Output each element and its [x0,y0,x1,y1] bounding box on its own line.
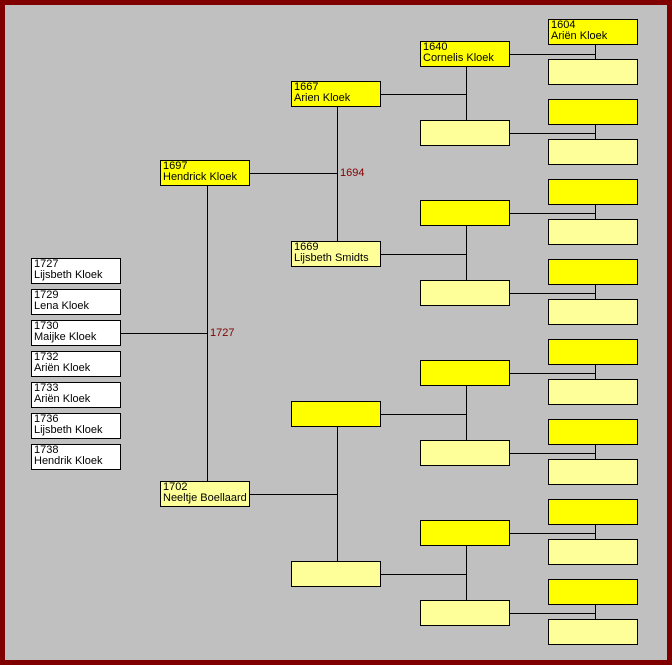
person-name: Lena Kloek [34,300,90,312]
person-name: Arien Kloek [294,92,351,104]
mother-box[interactable] [548,59,638,85]
person-name: Hendrik Kloek [34,455,103,467]
person-year: 1640 [423,41,448,53]
father-box[interactable] [420,360,510,386]
person-year: 1733 [34,382,59,394]
person-year: 1697 [163,160,188,172]
mother-box[interactable] [548,299,638,325]
person-name: Lijsbeth Kloek [34,424,103,436]
person-name: Cornelis Kloek [423,52,494,64]
person-year: 1732 [34,351,59,363]
person-year: 1730 [34,320,59,332]
person-name: Ariën Kloek [34,393,91,405]
mother-box[interactable] [420,600,510,626]
mother-box[interactable] [420,120,510,146]
person-year: 1667 [294,81,319,93]
father-box[interactable] [548,579,638,605]
father-box[interactable] [548,339,638,365]
marriage-year: 1727 [210,327,235,339]
person-name: Ariën Kloek [34,362,91,374]
mother-box[interactable] [291,561,381,587]
father-box[interactable] [548,99,638,125]
mother-box[interactable] [548,539,638,565]
mother-box[interactable] [420,440,510,466]
person-name: Ariën Kloek [551,30,608,42]
father-box[interactable] [291,401,381,427]
person-name: Neeltje Boellaard [163,492,247,504]
person-year: 1729 [34,289,59,301]
father-box[interactable] [420,200,510,226]
mother-box[interactable] [548,459,638,485]
person-name: Maijke Kloek [34,331,97,343]
mother-box[interactable] [548,219,638,245]
father-box[interactable] [420,520,510,546]
person-year: 1604 [551,19,576,31]
marriage-year: 1694 [340,167,365,179]
person-name: Hendrick Kloek [163,171,237,183]
father-box[interactable] [548,179,638,205]
person-year: 1727 [34,258,59,270]
mother-box[interactable] [548,139,638,165]
mother-box[interactable] [548,619,638,645]
mother-box[interactable] [548,379,638,405]
person-year: 1736 [34,413,59,425]
father-box[interactable] [548,259,638,285]
mother-box[interactable] [420,280,510,306]
person-year: 1669 [294,241,319,253]
person-name: Lijsbeth Kloek [34,269,103,281]
person-name: Lijsbeth Smidts [294,252,369,264]
father-box[interactable] [548,499,638,525]
person-year: 1738 [34,444,59,456]
person-year: 1702 [163,481,188,493]
father-box[interactable] [548,419,638,445]
